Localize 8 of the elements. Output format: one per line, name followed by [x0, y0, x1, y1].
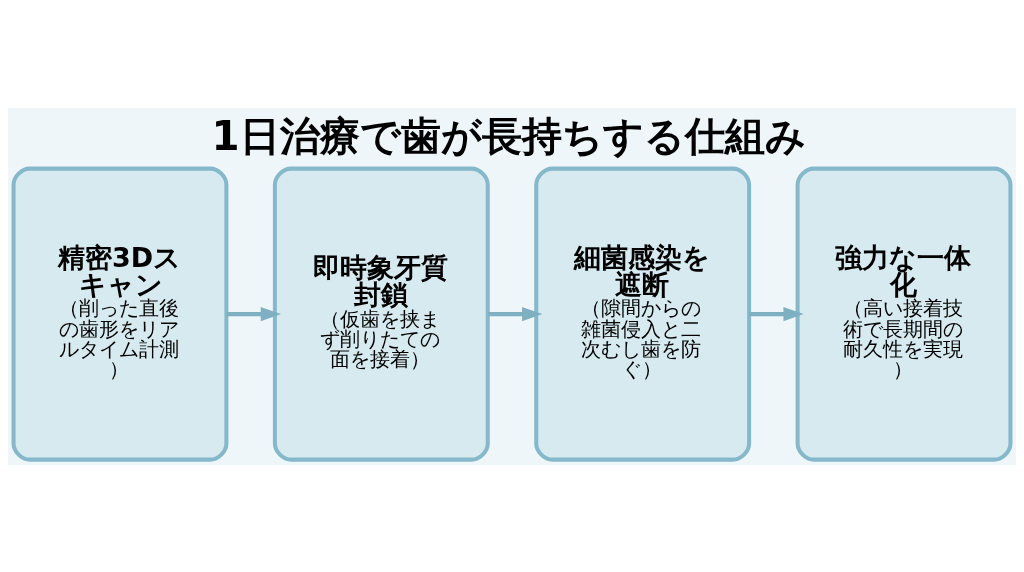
node-box: 即時象牙質封鎖 （仮歯を挟まず削りたての面を接着） [272, 166, 490, 462]
arrow [749, 306, 804, 321]
arrow [487, 306, 543, 321]
node-box: 精密3Dスキャン （削った直後の歯形をリアルタイム計測） [11, 166, 229, 462]
node-box: 強力な一体化 （高い接着技術で長期間の耐久性を実現） [795, 166, 1013, 462]
diagram-title: 1日治療で歯が長持ちする仕組み [211, 111, 806, 160]
arrow [226, 306, 281, 321]
node-box: 細菌感染を遮断 （隙間からの雑菌侵入と二次むし歯を防ぐ） [534, 166, 752, 462]
